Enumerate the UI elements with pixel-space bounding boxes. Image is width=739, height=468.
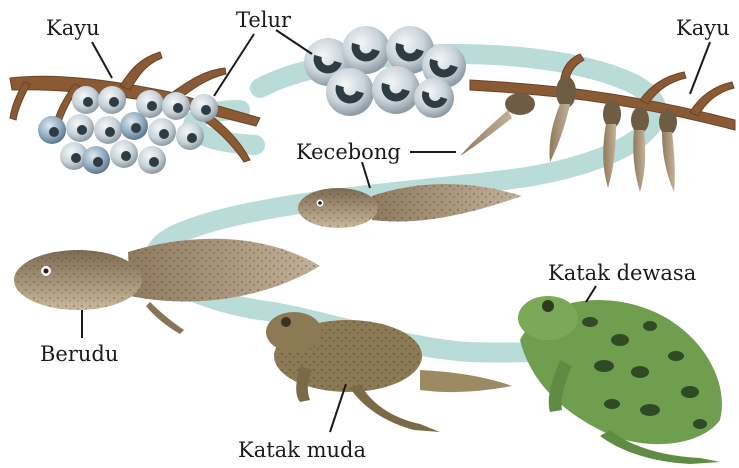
egg <box>342 26 390 74</box>
egg <box>82 146 110 174</box>
hatchling <box>460 93 535 156</box>
leader-adult-frog <box>586 286 596 302</box>
egg <box>110 140 138 168</box>
egg <box>414 78 454 118</box>
egg <box>138 146 166 174</box>
egg <box>190 94 218 122</box>
egg-cluster-large <box>304 26 466 118</box>
label-tadpole: Kecebong <box>296 142 401 163</box>
label-larva: Berudu <box>40 344 118 365</box>
egg <box>372 66 420 114</box>
leader-eggs-left <box>214 34 254 96</box>
young-frog <box>266 312 512 432</box>
egg <box>148 118 176 146</box>
leader-wood-right <box>690 42 710 94</box>
leader-eggs-large <box>276 30 312 54</box>
label-eggs: Telur <box>236 10 291 31</box>
label-wood-right: Kayu <box>676 18 730 39</box>
egg <box>162 92 190 120</box>
leader-wood-left <box>92 42 112 78</box>
egg <box>66 114 94 142</box>
label-adult-frog: Katak dewasa <box>548 263 696 284</box>
egg <box>38 116 66 144</box>
leader-tadpole-mid <box>362 162 370 188</box>
tadpole-mid <box>298 184 522 228</box>
egg <box>120 112 148 140</box>
egg <box>176 122 204 150</box>
egg <box>72 86 100 114</box>
egg <box>326 68 374 116</box>
label-wood-left: Kayu <box>46 18 100 39</box>
hatchling <box>631 107 649 192</box>
egg <box>94 116 122 144</box>
hatchling <box>659 109 677 192</box>
label-young-frog: Katak muda <box>238 440 366 461</box>
adult-frog <box>518 296 722 464</box>
egg <box>98 86 126 114</box>
